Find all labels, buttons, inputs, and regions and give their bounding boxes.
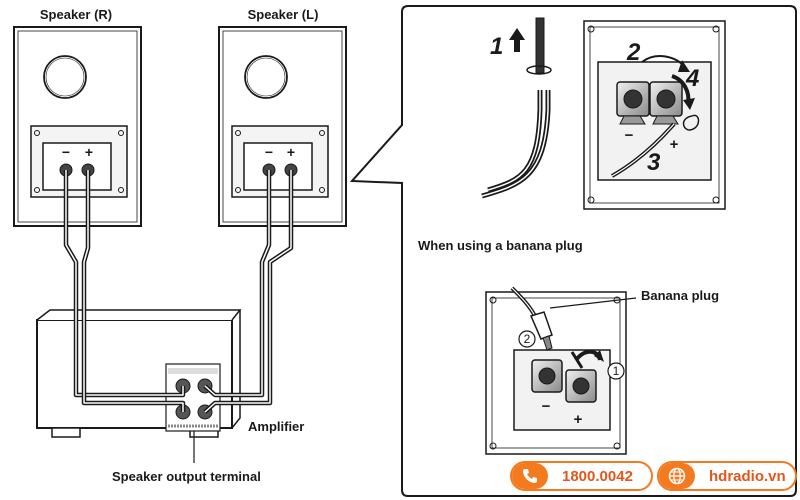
speaker-cables <box>63 170 294 414</box>
step-3-label: 3 <box>647 149 661 176</box>
amplifier-label: Amplifier <box>248 419 304 434</box>
speaker-l-minus-sign: − <box>265 144 273 160</box>
phone-number: 1800.0042 <box>562 467 633 485</box>
speaker-output-terminal-label: Speaker output terminal <box>112 469 261 484</box>
detail-minus-sign: − <box>625 127 634 144</box>
website-url: hdradio.vn <box>709 467 786 485</box>
banana-step-2-label: 2 <box>524 332 531 346</box>
speaker-r-minus-sign: − <box>62 144 70 160</box>
banana-plug-heading: When using a banana plug <box>418 238 583 253</box>
step-1-label: 1 <box>490 33 503 60</box>
phone-contact-badge[interactable]: 1800.0042 <box>510 461 653 491</box>
website-contact-badge[interactable]: hdradio.vn <box>657 461 797 491</box>
speaker-l <box>218 26 347 227</box>
speaker-l-label: Speaker (L) <box>248 7 319 22</box>
up-arrow-icon <box>509 28 525 52</box>
phone-icon <box>512 463 548 489</box>
globe-icon <box>659 463 695 489</box>
step-2-label: 2 <box>626 39 641 66</box>
detail-plus-sign: + <box>670 136 679 153</box>
banana-plug-label: Banana plug <box>641 288 719 303</box>
speaker-r-plus-sign: + <box>85 144 93 160</box>
banana-step-1-label: 1 <box>613 364 620 378</box>
banana-minus-sign: − <box>542 398 551 415</box>
speaker-r <box>13 26 142 227</box>
banana-plus-sign: + <box>574 411 583 428</box>
speaker-l-plus-sign: + <box>287 144 295 160</box>
banana-terminal-plate <box>485 286 627 455</box>
speaker-r-label: Speaker (R) <box>40 7 112 22</box>
step-4-label: 4 <box>685 65 699 92</box>
amplifier <box>36 309 242 438</box>
stripped-wire <box>481 17 552 199</box>
terminal-plate <box>583 20 726 210</box>
